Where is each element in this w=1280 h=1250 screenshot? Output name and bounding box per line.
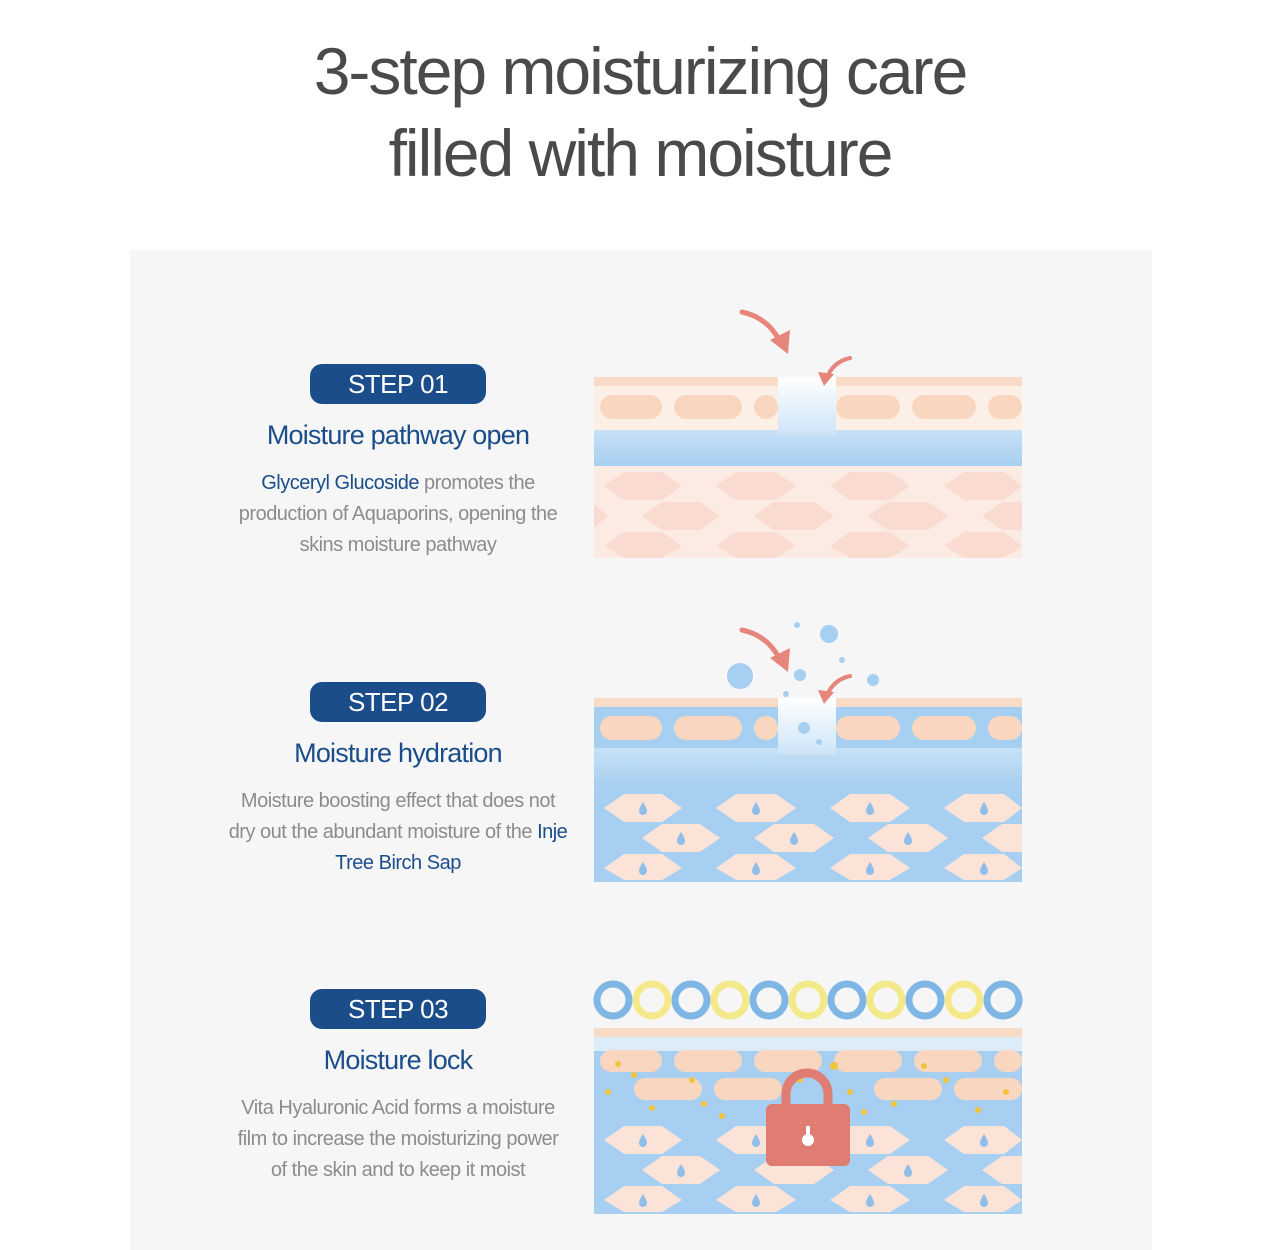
step-02-description: Moisture boosting effect that does not d… xyxy=(228,786,568,879)
droplet-icon xyxy=(639,802,988,875)
ring-icon xyxy=(632,980,672,1020)
arrow-icon xyxy=(818,674,852,704)
ring-icon xyxy=(827,980,867,1020)
headline-line-2: filled with moisture xyxy=(388,116,894,190)
ring-icon xyxy=(593,980,633,1020)
step-01-badge: STEP 01 xyxy=(310,364,486,404)
step-01-illustration xyxy=(594,300,1022,560)
step-02-illustration xyxy=(594,618,1022,882)
step-01-highlight: Glyceryl Glucoside xyxy=(261,472,419,494)
step-02-highlight: Inje Tree Birch Sap xyxy=(335,821,568,874)
step-01-description: Glyceryl Glucoside promotes the producti… xyxy=(228,468,568,561)
arrow-icon xyxy=(739,627,790,672)
step-03-description: Vita Hyaluronic Acid forms a moisture fi… xyxy=(237,1097,559,1181)
step-02-badge: STEP 02 xyxy=(310,682,486,722)
step-03-illustration xyxy=(593,980,1023,1214)
step-02-desc-lead: Moisture boosting effect that does not d… xyxy=(228,790,556,843)
ring-icon xyxy=(788,980,828,1020)
step-01-title: Moisture pathway open xyxy=(266,420,530,450)
lock-icon xyxy=(766,1068,850,1166)
ring-icon xyxy=(671,980,711,1020)
ring-icon xyxy=(944,980,984,1020)
ring-icon xyxy=(710,980,750,1020)
step-02-title: Moisture hydration xyxy=(294,738,503,768)
ring-icon xyxy=(983,980,1023,1020)
ring-icon xyxy=(749,980,789,1020)
step-03-badge: STEP 03 xyxy=(310,989,486,1029)
step-03-text: STEP 03 Moisture lock Vita Hyaluronic Ac… xyxy=(228,989,568,1186)
step-02-text: STEP 02 Moisture hydration Moisture boos… xyxy=(228,682,568,879)
page-headline: 3-step moisturizing care filled with moi… xyxy=(0,30,1280,194)
droplet-icon xyxy=(639,1134,988,1207)
ring-icon xyxy=(905,980,945,1020)
step-01-desc-rest: promotes the production of Aquaporins, o… xyxy=(238,472,558,556)
headline-line-1: 3-step moisturizing care xyxy=(313,34,969,108)
ring-icon xyxy=(866,980,906,1020)
arrow-icon xyxy=(818,356,852,386)
step-01-text: STEP 01 Moisture pathway open Glyceryl G… xyxy=(228,364,568,561)
arrow-icon xyxy=(739,309,790,354)
step-03-title: Moisture lock xyxy=(323,1045,473,1075)
